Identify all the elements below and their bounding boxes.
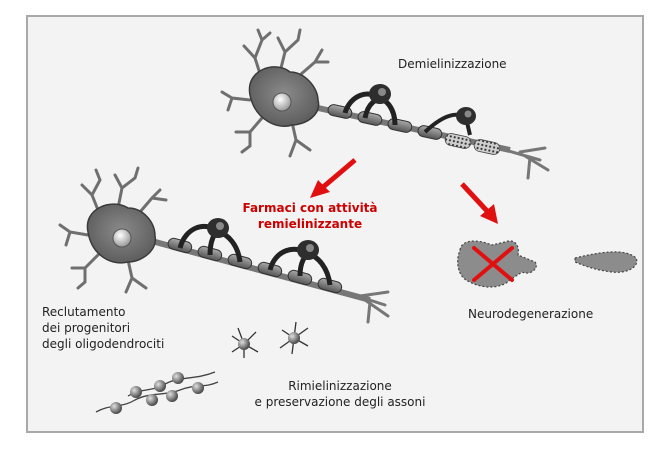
label-remyelination-line2: e preservazione degli assoni	[254, 395, 426, 409]
arrow-to-neurodegeneration	[460, 182, 498, 224]
myelinated-axons	[95, 371, 219, 414]
label-recruitment-line1: Reclutamento	[42, 305, 126, 319]
opc-cells	[231, 321, 309, 358]
label-recruitment: Reclutamento dei progenitori degli oligo…	[42, 304, 164, 352]
degenerated-neuron	[457, 240, 638, 288]
label-remyelination: Rimielinizzazione e preservazione degli …	[240, 378, 440, 410]
cross-mark	[472, 246, 514, 282]
label-remyelinating-drugs: Farmaci con attività remielinizzante	[240, 200, 380, 232]
arrow-to-remyelination	[310, 158, 357, 198]
label-recruitment-line3: degli oligodendrociti	[42, 337, 165, 351]
label-drugs-line2: remielinizzante	[257, 217, 363, 231]
neuron-top	[220, 28, 550, 180]
label-remyelination-line1: Rimielinizzazione	[288, 379, 392, 393]
label-demyelination: Demielinizzazione	[398, 57, 507, 71]
neuron-left	[58, 166, 390, 324]
label-recruitment-line2: dei progenitori	[42, 321, 131, 335]
label-neurodegeneration: Neurodegenerazione	[468, 307, 594, 321]
label-drugs-line1: Farmaci con attività	[242, 201, 378, 215]
